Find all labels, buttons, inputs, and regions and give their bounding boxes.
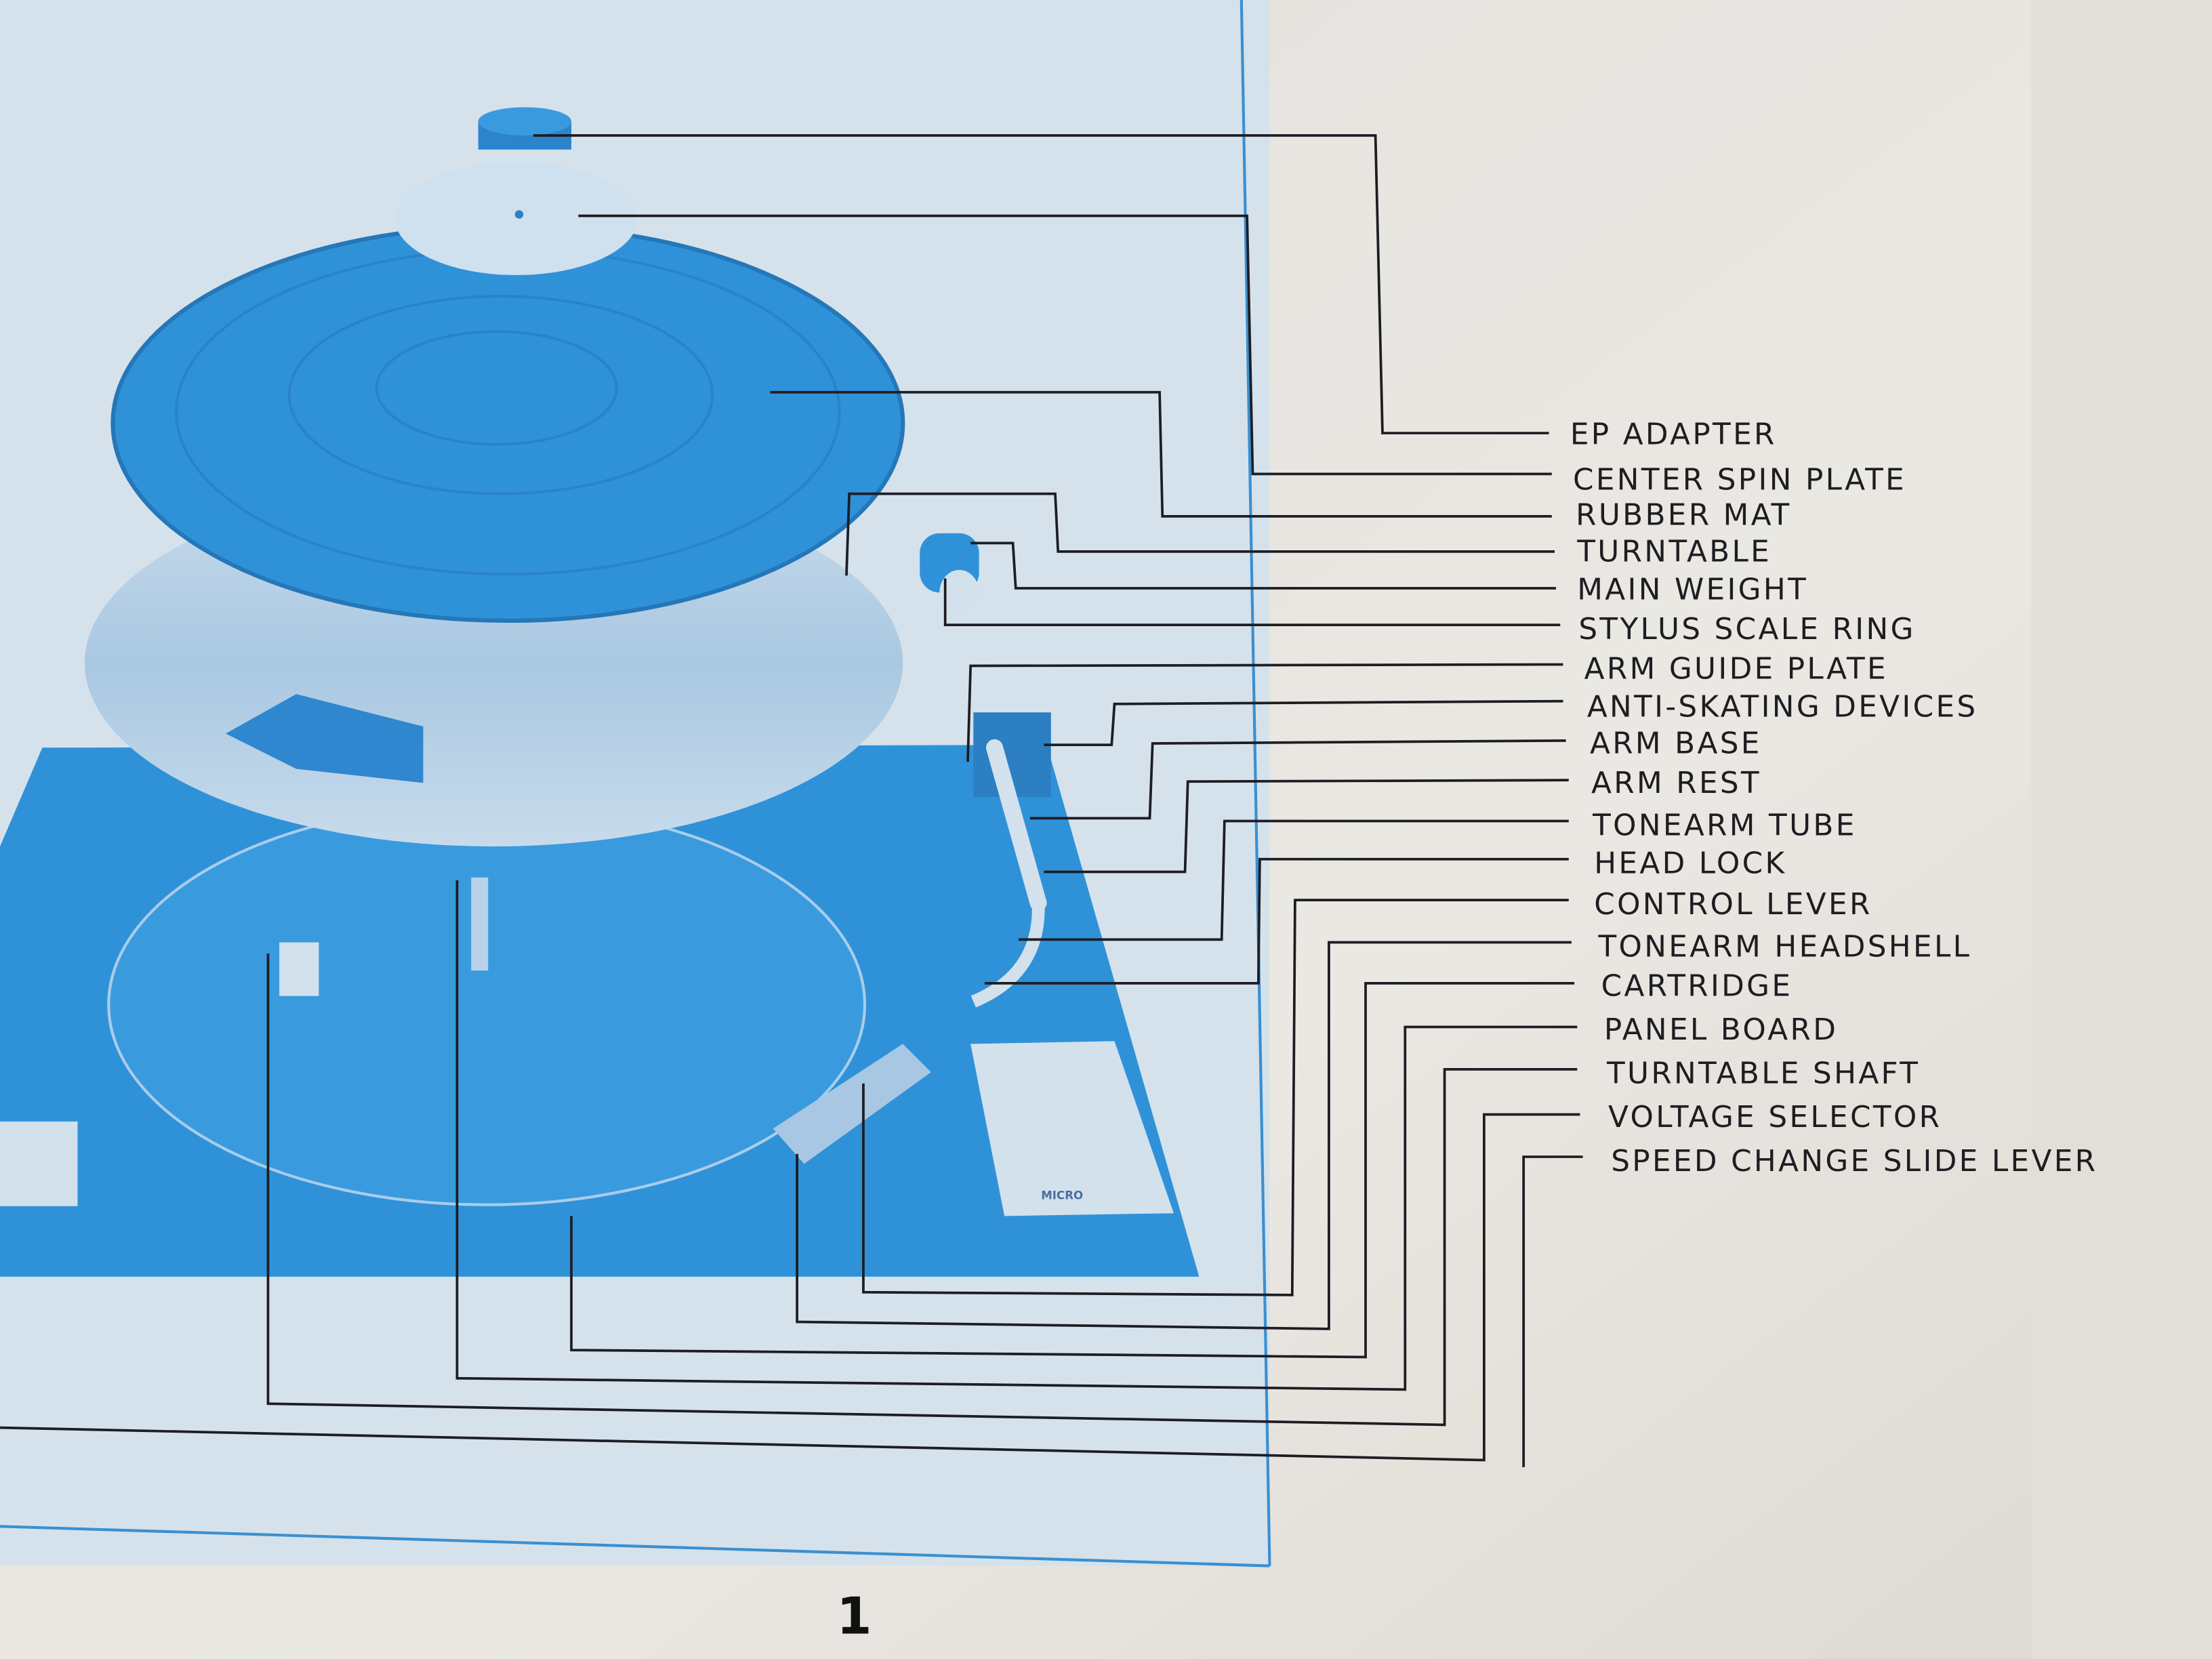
page-number: 1: [836, 1586, 872, 1646]
part-label: CARTRIDGE: [1601, 969, 1793, 1004]
mat-label-area: [375, 330, 618, 446]
leader-line: [533, 134, 1549, 434]
part-label: EP ADAPTER: [1570, 417, 1777, 452]
leader-lines: [0, 134, 1583, 1467]
leader-line: [455, 880, 1578, 1391]
part-label: SPEED CHANGE SLIDE LEVER: [1611, 1144, 2097, 1179]
part-label: ARM REST: [1591, 766, 1761, 800]
voltage-selector-plate: [0, 1121, 78, 1206]
part-label: ARM BASE: [1590, 726, 1762, 761]
part-label: VOLTAGE SELECTOR: [1608, 1100, 1942, 1134]
part-label: RUBBER MAT: [1576, 497, 1791, 532]
leader-line: [1044, 779, 1569, 874]
spin-plate-hole: [514, 210, 524, 219]
panel-board: [970, 1041, 1174, 1216]
part-label: ANTI-SKATING DEVICES: [1587, 689, 1978, 724]
leader-line: [770, 390, 1552, 518]
leader-line: [0, 1113, 1580, 1462]
panel-border-right: [1240, 0, 1271, 1566]
part-label: TONEARM HEADSHELL: [1597, 929, 1971, 964]
leader-line: [1044, 699, 1563, 746]
leader-line: [796, 941, 1572, 1330]
center-spin-plate-part: [394, 162, 638, 275]
leader-line: [984, 857, 1569, 985]
part-label: TONEARM TUBE: [1592, 808, 1857, 842]
part-label: HEAD LOCK: [1594, 846, 1786, 881]
leader-line: [845, 492, 1555, 576]
panel-board-logo: MICRO: [1041, 1189, 1083, 1202]
mat-ring-inner: [287, 295, 714, 495]
tonearm-headshell-part: [970, 902, 1045, 1008]
leader-line: [570, 982, 1575, 1359]
part-label: CENTER SPIN PLATE: [1573, 462, 1906, 497]
part-label: TURNTABLE: [1576, 534, 1771, 569]
leader-line: [966, 663, 1563, 762]
right-page-edge: [2031, 0, 2212, 1659]
leader-line: [1018, 819, 1569, 941]
rubber-mat-part: [110, 223, 905, 623]
turntable-illustration: MICRO: [0, 107, 1200, 1277]
part-label: ARM GUIDE PLATE: [1584, 651, 1888, 686]
leader-line: [266, 954, 1578, 1427]
part-label: PANEL BOARD: [1604, 1012, 1838, 1047]
speed-slide: [279, 942, 319, 996]
part-label: TURNTABLE SHAFT: [1606, 1057, 1920, 1091]
panel-border-bottom: [0, 1525, 1270, 1568]
turntable-shaft-part: [471, 877, 489, 971]
leader-line: [578, 214, 1552, 476]
leader-line: [862, 899, 1569, 1296]
leader-line: [1522, 1155, 1583, 1467]
part-label: MAIN WEIGHT: [1577, 573, 1808, 607]
tonearm-tube-part: [986, 739, 1047, 912]
leader-line: [943, 578, 1561, 627]
platter-well: [107, 802, 867, 1206]
cartridge-part: [773, 1044, 931, 1164]
leader-line: [1029, 739, 1566, 820]
turntable-handle: [226, 694, 424, 783]
part-label: STYLUS SCALE RING: [1578, 612, 1915, 647]
ep-adapter-part: [478, 107, 572, 136]
stylus-scale-ring-part: [939, 569, 979, 615]
part-label: CONTROL LEVER: [1594, 887, 1872, 922]
leader-line: [970, 541, 1557, 590]
